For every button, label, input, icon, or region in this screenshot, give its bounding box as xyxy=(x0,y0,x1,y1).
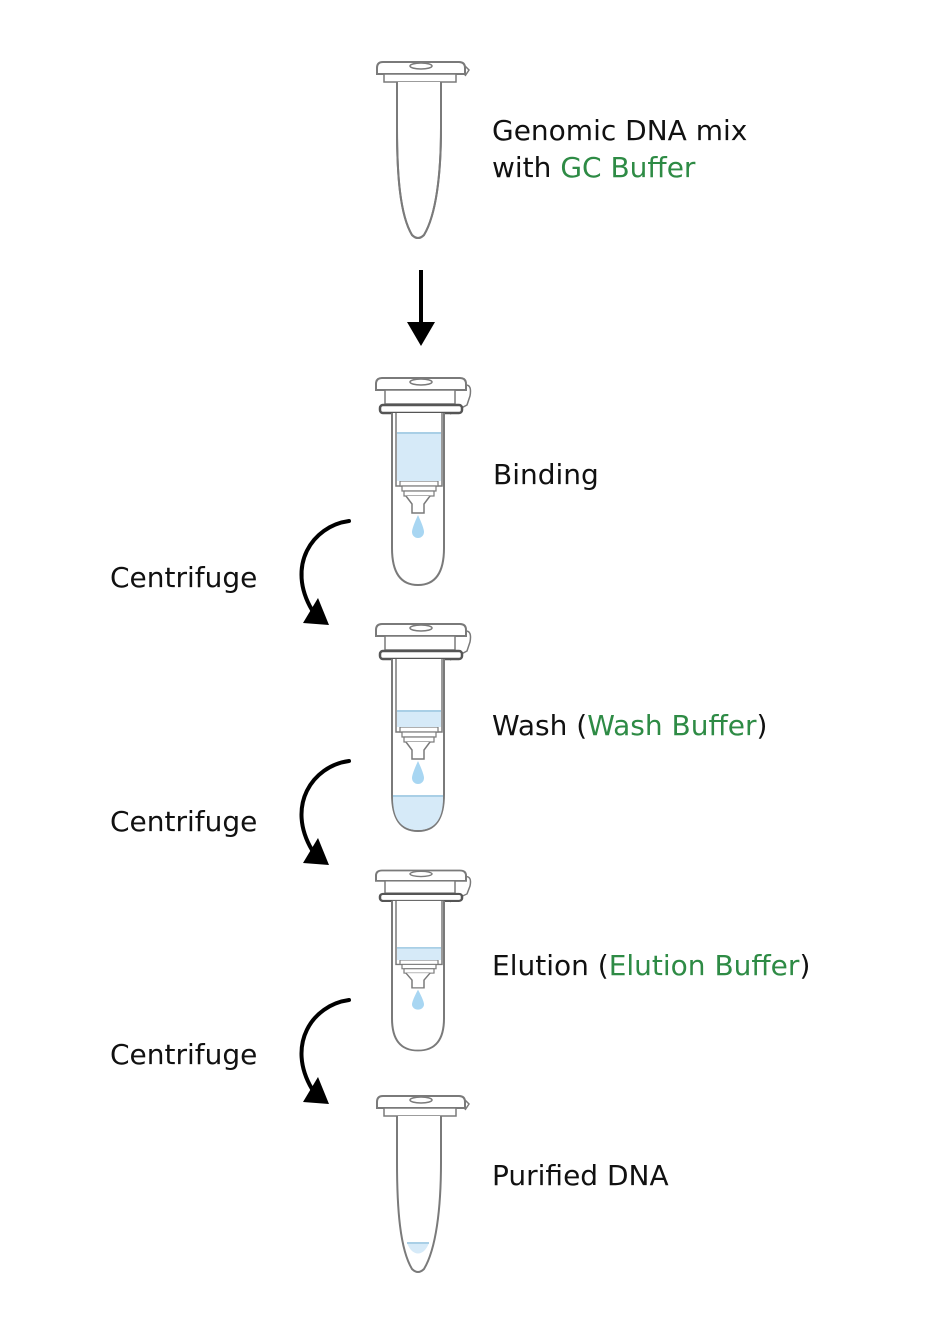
step-label-line2: with GC Buffer xyxy=(492,151,696,184)
step-label-genomic-dna: Genomic DNA mix with GC Buffer xyxy=(492,112,747,186)
curved-arrow-icon xyxy=(299,519,351,627)
spin-column-elution-icon xyxy=(374,869,472,1052)
step-label-binding: Binding xyxy=(493,458,599,491)
curved-arrow-icon xyxy=(299,759,351,867)
transition-label-centrifuge: Centrifuge xyxy=(110,561,258,594)
tube-purified-icon xyxy=(376,1095,470,1273)
gc-buffer-label: GC Buffer xyxy=(560,151,696,184)
step-label-wash: Wash (Wash Buffer) xyxy=(492,709,768,742)
wash-buffer-label: Wash Buffer xyxy=(587,709,757,742)
transition-label-centrifuge: Centrifuge xyxy=(110,1038,258,1071)
transition-label-centrifuge: Centrifuge xyxy=(110,805,258,838)
spin-column-binding-icon xyxy=(374,376,472,587)
spin-column-wash-icon xyxy=(374,622,472,833)
step-label-purified-dna: Purified DNA xyxy=(492,1159,669,1192)
elution-buffer-label: Elution Buffer xyxy=(608,949,800,982)
arrow-down-icon xyxy=(407,270,435,346)
curved-arrow-icon xyxy=(299,998,351,1106)
step-label-elution: Elution (Elution Buffer) xyxy=(492,949,811,982)
tube-sample-icon xyxy=(376,61,470,239)
step-label-line1: Genomic DNA mix xyxy=(492,114,748,147)
